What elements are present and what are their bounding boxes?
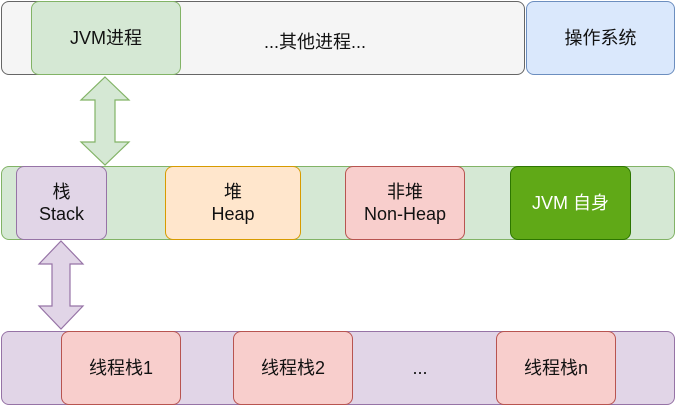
non-heap-label-cn: 非堆: [387, 182, 423, 202]
thread-stack-n-box: 线程栈n: [496, 331, 616, 405]
thread-stack-1-label: 线程栈1: [88, 358, 153, 378]
os-box: 操作系统: [526, 1, 675, 75]
non-heap-label-en: Non-Heap: [363, 204, 447, 224]
os-label: 操作系统: [564, 28, 637, 48]
jvm-self-box: JVM 自身: [510, 166, 631, 240]
heap-label-en: Heap: [211, 204, 255, 224]
stack-box: 栈 Stack: [16, 166, 107, 240]
thread-stack-2-box: 线程栈2: [233, 331, 353, 405]
jvm-process-box: JVM进程: [31, 1, 181, 75]
thread-stack-2-label: 线程栈2: [260, 358, 325, 378]
non-heap-box: 非堆 Non-Heap: [345, 166, 465, 240]
jvm-process-label: JVM进程: [70, 28, 142, 48]
jvm-self-label: JVM 自身: [531, 193, 609, 213]
thread-stack-n-label: 线程栈n: [523, 358, 588, 378]
heap-box: 堆 Heap: [165, 166, 301, 240]
other-processes-label: ...其他进程...: [263, 32, 366, 52]
thread-ellipsis: ...: [412, 358, 428, 378]
jvm-memory-double-arrow: [79, 76, 131, 166]
heap-label-cn: 堆: [224, 182, 242, 202]
stack-label-cn: 栈: [52, 182, 71, 202]
thread-stack-1-box: 线程栈1: [61, 331, 181, 405]
stack-threads-double-arrow: [37, 240, 85, 330]
stack-label-en: Stack: [38, 204, 85, 224]
